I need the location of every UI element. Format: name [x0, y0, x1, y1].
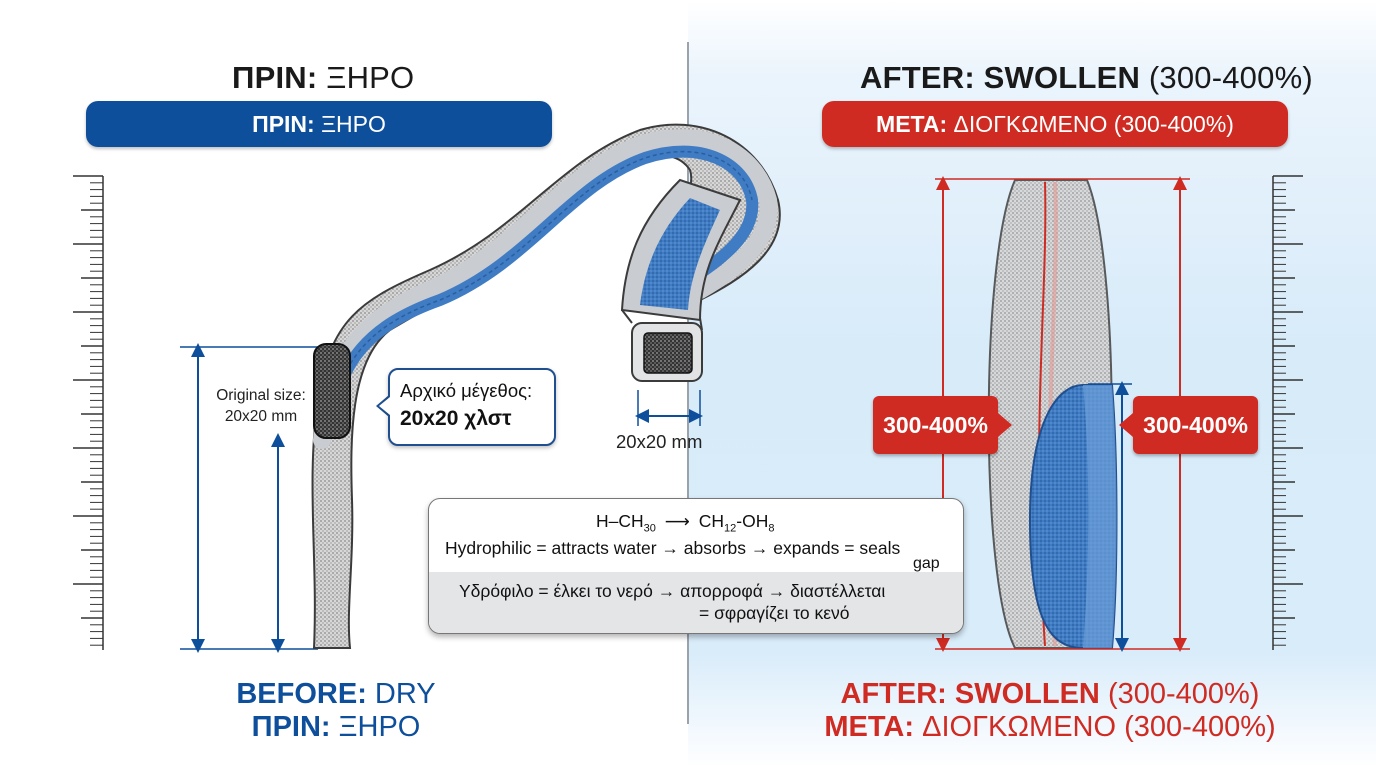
seal-strip	[311, 123, 781, 649]
cross-section-dimension	[635, 390, 703, 426]
arrow-icon: ⟶	[664, 511, 690, 531]
original-size-callout: Αρχικό μέγεθος: 20x20 χλστ	[388, 368, 556, 446]
percent-badge-right: 300-400%	[1119, 396, 1258, 454]
ruler-left	[73, 175, 104, 650]
cross-section-size-label: 20x20 mm	[616, 431, 703, 452]
hydrophilic-greek-line2: = σφραγίζει το κενό	[699, 603, 850, 623]
percent-badge-left: 300-400%	[873, 396, 1012, 454]
hydrophilic-english-line1: Hydrophilic = attracts water → absorbs →…	[445, 538, 901, 558]
original-size-arrows	[180, 343, 318, 653]
chemistry-info-box: H–CH30 ⟶ CH12-OH8 Hydrophilic = attracts…	[428, 498, 964, 634]
chemical-formula: H–CH30 ⟶ CH12-OH8	[596, 511, 775, 535]
callout-tail-fill	[379, 397, 390, 415]
hydrophilic-english-line2: gap	[913, 555, 940, 572]
before-pill: ΠΡΙΝ: ΞΗΡΟ	[86, 101, 552, 147]
panel-divider	[687, 42, 689, 724]
before-caption: BEFORE: DRY ΠΡΙΝ: ΞΗΡΟ	[236, 678, 436, 743]
greek-section-background	[429, 572, 963, 633]
before-title: ΠΡΙΝ: ΞΗΡΟ	[232, 60, 415, 95]
after-title: AFTER: SWOLLEN (300-400%)	[860, 60, 1313, 95]
after-pill: ΜΕΤΑ: ΔΙΟΓΚΩΜΕΝΟ (300-400%)	[822, 101, 1288, 147]
hydrophilic-greek-line1: Υδρόφιλο = έλκει το νερό → απορροφά → δι…	[459, 581, 886, 601]
after-caption: AFTER: SWOLLEN (300-400%) ΜΕΤΑ: ΔΙΟΓΚΩΜΕ…	[824, 678, 1276, 743]
ruler-right	[1272, 175, 1303, 650]
swollen-seal	[987, 179, 1118, 649]
original-size-label: Original size: 20x20 mm	[216, 387, 306, 425]
